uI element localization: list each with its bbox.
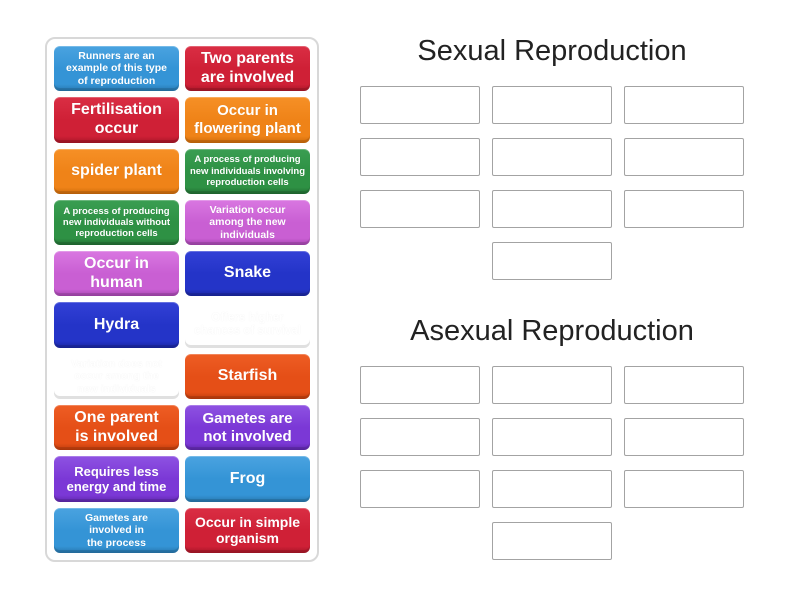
group-sexual-reproduction: Sexual Reproduction	[360, 34, 744, 280]
drop-slot[interactable]	[360, 365, 480, 404]
word-tile[interactable]: Offers higher chances of survival	[185, 302, 310, 347]
word-tile[interactable]: Hydra	[54, 302, 179, 348]
word-tile[interactable]: Occur in human	[54, 251, 179, 297]
word-tile[interactable]: Occur in flowering plant	[185, 97, 310, 143]
slot-grid	[360, 365, 744, 560]
word-bank-panel: Runners are an example of this type of r…	[45, 37, 319, 562]
drop-slot[interactable]	[360, 137, 480, 176]
drop-slot[interactable]	[360, 189, 480, 228]
drop-slot[interactable]	[492, 521, 612, 560]
word-tile[interactable]: Snake	[185, 251, 310, 297]
drop-slot[interactable]	[624, 417, 744, 456]
word-tile[interactable]: Variation does not occur among the new i…	[54, 354, 179, 399]
word-tile[interactable]: Starfish	[185, 353, 310, 400]
drop-slot[interactable]	[624, 189, 744, 228]
word-tile[interactable]: Fertilisation occur	[54, 97, 179, 143]
drop-slot[interactable]	[492, 469, 612, 508]
drop-slot[interactable]	[492, 417, 612, 456]
word-tile[interactable]: Runners are an example of this type of r…	[54, 46, 179, 92]
drop-slot[interactable]	[624, 469, 744, 508]
drop-slot[interactable]	[492, 365, 612, 404]
group-title: Asexual Reproduction	[410, 315, 694, 347]
drop-slot[interactable]	[360, 85, 480, 124]
word-tile[interactable]: Variation occur among the new individual…	[185, 199, 310, 246]
word-tile[interactable]: One parent is involved	[54, 405, 179, 451]
word-tile[interactable]: Frog	[185, 456, 310, 502]
drop-slot[interactable]	[624, 85, 744, 124]
drop-slot[interactable]	[360, 417, 480, 456]
word-tile[interactable]: Occur in simple organism	[185, 507, 310, 553]
slot-grid	[360, 85, 744, 280]
word-tile[interactable]: spider plant	[54, 148, 179, 194]
group-title: Sexual Reproduction	[417, 35, 687, 67]
drop-slot[interactable]	[492, 241, 612, 280]
group-asexual-reproduction: Asexual Reproduction	[360, 314, 744, 560]
drop-slot[interactable]	[624, 137, 744, 176]
word-tile[interactable]: Requires less energy and time	[54, 456, 179, 502]
word-tile[interactable]: A process of producing new individuals w…	[54, 199, 179, 246]
word-tile[interactable]: Gametes are not involved	[185, 405, 310, 451]
drop-slot[interactable]	[492, 189, 612, 228]
drop-slot[interactable]	[492, 137, 612, 176]
word-tile[interactable]: Two parents are involved	[185, 46, 310, 92]
drop-slot[interactable]	[492, 85, 612, 124]
drop-slot[interactable]	[360, 469, 480, 508]
word-tile[interactable]: A process of producing new individuals i…	[185, 148, 310, 194]
drop-slot[interactable]	[624, 365, 744, 404]
word-tile[interactable]: Gametes are involved in the process	[54, 507, 179, 553]
